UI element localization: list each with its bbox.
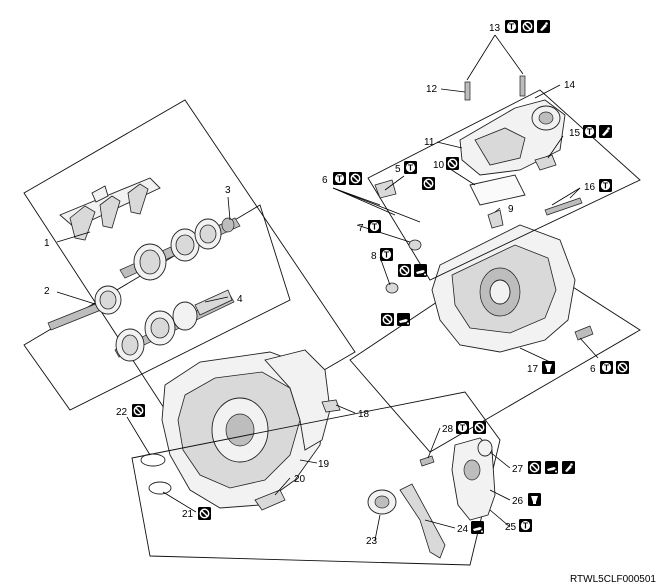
oil-seal	[477, 439, 493, 457]
bolt-28	[419, 455, 435, 467]
transmission-case	[431, 224, 576, 353]
input-shaft	[47, 285, 122, 331]
do-not-reuse-icon	[472, 420, 487, 435]
gasket	[469, 174, 526, 206]
callout-3: 3	[225, 185, 231, 196]
callout-7: 7	[358, 223, 364, 234]
callout-24: 24	[457, 524, 469, 535]
torque-icon	[333, 172, 346, 185]
release-fork	[399, 483, 446, 559]
callout-25: 25	[505, 522, 517, 533]
torque-icon	[583, 125, 596, 138]
callout-26: 26	[512, 496, 524, 507]
dowel-pin	[321, 399, 341, 413]
do-not-reuse-icon	[421, 176, 436, 191]
callout-5: 5	[395, 164, 401, 175]
callout-8: 8	[371, 251, 377, 262]
do-not-reuse-icon	[380, 312, 395, 327]
bolt-16	[544, 197, 583, 216]
callout-11: 11	[424, 137, 435, 148]
oil-icon	[471, 521, 484, 534]
callout-10: 10	[433, 160, 445, 171]
callout-19: 19	[318, 459, 330, 470]
torque-icon	[599, 179, 612, 192]
callout-18: 18	[358, 409, 370, 420]
counter-shaft	[114, 289, 235, 362]
breather-9	[487, 209, 504, 229]
callout-6-lower: 6	[590, 364, 596, 375]
torque-icon	[600, 361, 613, 374]
callout-21: 21	[182, 509, 194, 520]
do-not-reuse-icon	[348, 171, 363, 186]
do-not-reuse-icon	[197, 506, 212, 521]
switch-5	[374, 179, 397, 199]
torque-icon	[519, 519, 532, 532]
do-not-reuse-icon	[527, 460, 542, 475]
do-not-reuse-icon	[445, 156, 460, 171]
sealant-icon	[599, 125, 612, 138]
callout-2: 2	[44, 286, 50, 297]
do-not-reuse-icon	[520, 19, 535, 34]
shift-control-housing	[459, 99, 566, 176]
torque-icon	[456, 421, 469, 434]
callouts: 1 2 3 4 5 6 6 7 8 9 10 11 12 13 14 15 16…	[44, 23, 596, 547]
torque-icon	[404, 161, 417, 174]
grease-icon	[528, 493, 541, 506]
bolt-12	[464, 81, 471, 101]
oil-icon	[545, 461, 558, 474]
callout-22: 22	[116, 407, 128, 418]
sealant-icon	[537, 20, 550, 33]
bracket-20	[254, 489, 286, 511]
callout-12: 12	[426, 84, 438, 95]
oil-icon	[414, 264, 427, 277]
o-ring-21	[148, 481, 172, 495]
torque-icon	[505, 20, 518, 33]
torque-icon	[368, 220, 381, 233]
o-ring-22	[140, 453, 166, 467]
main-shaft	[119, 217, 241, 281]
callout-16: 16	[584, 182, 596, 193]
callout-9: 9	[508, 204, 514, 215]
callout-4: 4	[237, 294, 243, 305]
figure-code: RTWL5CLF000501	[570, 574, 656, 585]
release-bearing	[367, 489, 397, 515]
sealant-icon	[562, 461, 575, 474]
clutch-housing	[161, 349, 331, 509]
callout-28: 28	[442, 424, 454, 435]
callout-1: 1	[44, 238, 50, 249]
sensor-15	[534, 154, 557, 171]
bolt-13	[519, 75, 526, 97]
do-not-reuse-icon	[131, 403, 146, 418]
plug-8	[385, 282, 399, 294]
callout-17: 17	[527, 364, 539, 375]
callout-15: 15	[569, 128, 581, 139]
do-not-reuse-icon	[397, 263, 412, 278]
torque-icon	[380, 248, 393, 261]
shift-fork-assembly	[59, 177, 161, 241]
plug-7	[408, 239, 422, 251]
callout-6-upper: 6	[322, 175, 328, 186]
callout-27: 27	[512, 464, 524, 475]
do-not-reuse-icon	[615, 360, 630, 375]
oil-icon	[397, 313, 410, 326]
grease-icon	[542, 361, 555, 374]
bolt-6-lower	[574, 325, 594, 341]
callout-14: 14	[564, 80, 576, 91]
callout-13: 13	[489, 23, 501, 34]
callout-23: 23	[366, 536, 378, 547]
callout-20: 20	[294, 474, 306, 485]
